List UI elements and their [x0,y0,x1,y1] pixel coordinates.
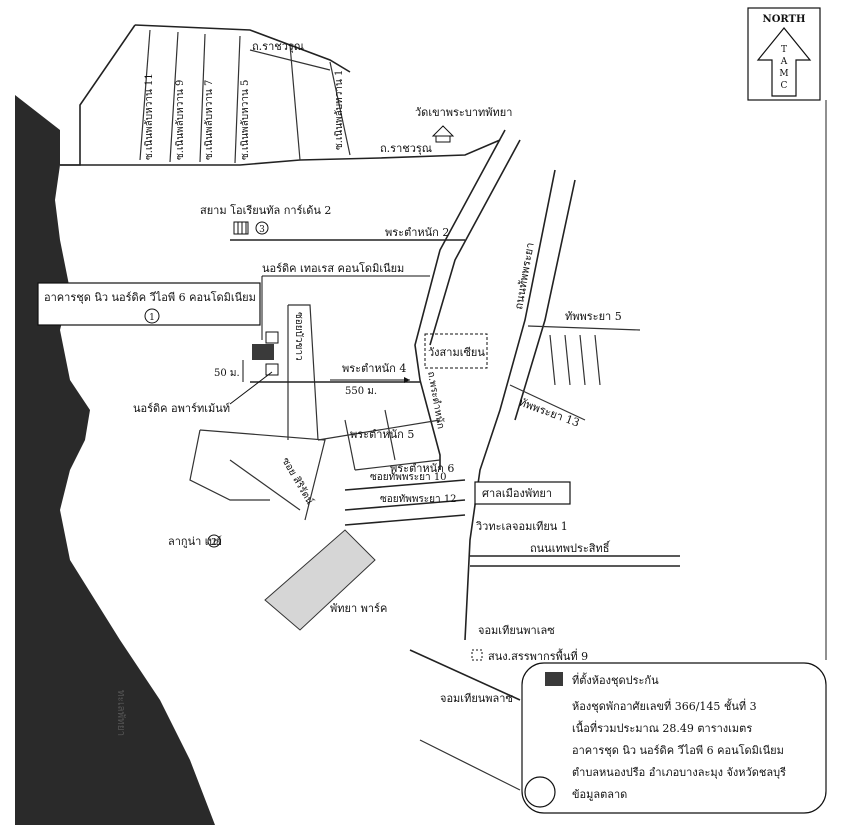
distance-550: 550 ม. [345,386,377,397]
north-title: NORTH [763,14,806,25]
road-thappraya-5: ทัพพระยา 5 [565,310,622,323]
legend-box: ที่ตั้งห้องชุดประกัน ห้องชุดพักอาศัยเลขท… [521,662,827,814]
subject-name: อาคารชุด นิว นอร์ดิค วีไอพี 6 คอนโดมิเนี… [44,290,256,304]
road-soi-11: ซ.เนินพลับหวาน 11 [144,73,155,160]
siam-oriental-marker: 3 สยาม โอเรียนทัล การ์เด้น 2 [200,203,331,235]
top-road-network: ถ.ราชวรุณ ถ.ราชวรุณ ซ.เนินพลับหวาน 11 ซ.… [60,24,501,166]
jomtien-plaza-label: จอมเทียนพลาซ [440,692,513,705]
jomtien-palace-label: จอมเทียนพาเลซ [478,624,555,637]
road-rajwarun-top: ถ.ราชวรุณ [252,40,304,53]
north-arrow: NORTH T A M C [747,7,821,101]
road-rajwarun-bottom: ถ.ราชวรุณ [380,142,432,155]
north-letter-t: T [781,45,787,55]
road-soi-9: ซ.เนินพลับหวาน 9 [175,80,186,160]
road-soi-5: ซ.เนินพลับหวาน 5 [240,80,251,160]
sea-label: ทะเลพัทยา [115,690,126,736]
legend-line1: ห้องชุดพักอาศัยเลขที่ 366/145 ชั้นที่ 3 [572,698,757,713]
nordic-terrace-label: นอร์ดิค เทอเรส คอนโดมิเนียม [262,261,404,275]
subject-label-box: อาคารชุด นิว นอร์ดิค วีไอพี 6 คอนโดมิเนี… [37,282,261,326]
nordic-apartment-label: นอร์ดิค อพาร์ทเม้นท์ [133,402,230,415]
north-letter-m: M [779,69,788,79]
legend-line5: ข้อมูลตลาด [572,788,627,801]
sea-area [15,95,215,825]
legend-title: ที่ตั้งห้องชุดประกัน [572,672,659,687]
road-thepprasit: ถนนเทพประสิทธิ์ [530,540,611,555]
wang-sam-sian-label: วังสามเซียน [428,346,485,359]
road-soi-1: ซ.เนินพลับหวาน 1 [334,70,345,150]
legend-line3: อาคารชุด นิว นอร์ดิค วีไอพี 6 คอนโดมิเนี… [572,743,784,757]
subject-location [252,344,274,360]
road-phra-tamnak-4: พระตำหนัก 4 [342,362,406,375]
city-hall-label: ศาลเมืองพัทยา [482,487,552,500]
temple-marker: วัดเขาพระบาทพัทยา [415,106,512,143]
la-lagoon-no: 2 [211,538,217,548]
subject-no: 1 [149,313,155,323]
north-letter-a: A [780,57,788,67]
legend-line4: ตำบลหนองปรือ อำเภอบางละมุง จังหวัดชลบุรี [572,766,786,779]
road-phra-tamnak-2: พระตำหนัก 2 [385,226,449,239]
revenue-office-label: สนง.สรรพากรพื้นที่ 9 [488,648,588,663]
road-thappraya-13: ทัพพระยา 13 [517,396,581,430]
road-soi-thappraya-10: ซอยทัพพระยา 10 [370,472,447,483]
north-letter-c: C [781,81,788,91]
road-soi-thappraya-12: ซอยทัพพระยา 12 [380,494,457,505]
road-soi-7: ซ.เนินพลับหวาน 7 [204,80,215,160]
road-phra-tamnak-6: พระตำหนัก 6 [390,462,454,475]
pattaya-park-label: พัทยา พาร์ค [330,602,387,615]
view-talay-label: วิวทะเลจอมเทียน 1 [475,520,568,533]
legend-line2: เนื้อที่รวมประมาณ 28.49 ตารางเมตร [572,720,752,735]
road-soi-bua-khao: ซอยบัวขาว [293,312,304,361]
distance-50: 50 ม. [214,368,240,379]
siam-oriental-label: สยาม โอเรียนทัล การ์เด้น 2 [200,203,331,217]
siam-oriental-no: 3 [259,225,265,235]
road-phra-tamnak-5: พระตำหนัก 5 [350,428,414,441]
pattaya-park-area [264,529,376,631]
temple-label: วัดเขาพระบาทพัทยา [415,106,512,119]
